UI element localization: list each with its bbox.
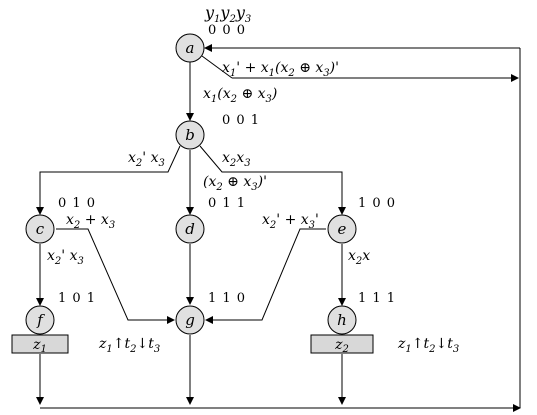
svg-text:g: g xyxy=(185,311,195,329)
svg-text:h: h xyxy=(337,311,347,329)
state-code-g: 1 1 0 xyxy=(208,291,246,306)
label-a-loop: x1' + x1(x2 ⊕ x3)' xyxy=(222,60,339,79)
svg-text:b: b xyxy=(185,126,195,144)
node-b: b xyxy=(175,120,205,150)
edge-c-g xyxy=(56,228,175,324)
label-b-c: x2' x3 xyxy=(128,150,165,169)
state-variables-header: y1y2y3 xyxy=(204,3,251,25)
label-timer-h: z1↑t2↓t3 xyxy=(397,336,459,355)
label-a-b: x1(x2 ⊕ x3) xyxy=(203,86,277,105)
node-d: d xyxy=(175,214,205,244)
state-code-b: 0 0 1 xyxy=(222,113,260,128)
svg-text:a: a xyxy=(186,39,195,57)
edge-e-g xyxy=(205,228,326,324)
svg-text:d: d xyxy=(185,220,195,238)
svg-text:e: e xyxy=(338,220,347,238)
node-f: f xyxy=(25,305,55,335)
state-code-f: 1 0 1 xyxy=(58,291,96,306)
label-b-d: (x2 ⊕ x3)' xyxy=(203,174,267,193)
node-a: a xyxy=(175,33,205,63)
output-box-f: z1 xyxy=(11,334,69,355)
edge-b-c xyxy=(36,145,181,215)
state-code-e: 1 0 0 xyxy=(358,196,396,211)
output-box-h: z2 xyxy=(310,334,374,355)
node-e: e xyxy=(327,214,357,244)
node-c: c xyxy=(25,214,55,244)
label-e-g: x2' + x3' xyxy=(262,212,319,231)
label-timer-g: z1↑t2↓t3 xyxy=(98,336,160,355)
label-b-e: x2x3 xyxy=(222,150,251,169)
state-code-c: 0 1 0 xyxy=(58,196,96,211)
state-code-d: 0 1 1 xyxy=(208,196,246,211)
svg-text:c: c xyxy=(36,220,45,238)
a-loop-line xyxy=(201,55,233,79)
edge-b-e xyxy=(199,145,346,215)
node-h: h xyxy=(327,305,357,335)
label-c-f: x2' x3 xyxy=(47,248,84,267)
edges xyxy=(36,44,521,412)
label-c-g: x2 + x3 xyxy=(66,212,115,231)
node-g: g xyxy=(175,305,205,335)
state-code-a: 0 0 0 xyxy=(208,23,246,38)
label-e-h: x2x xyxy=(348,248,370,267)
state-code-h: 1 1 1 xyxy=(358,291,396,306)
svg-text:f: f xyxy=(36,311,45,329)
edge-labels: x1' + x1(x2 ⊕ x3)' x1(x2 ⊕ x3) x2' x3 x2… xyxy=(47,60,459,355)
